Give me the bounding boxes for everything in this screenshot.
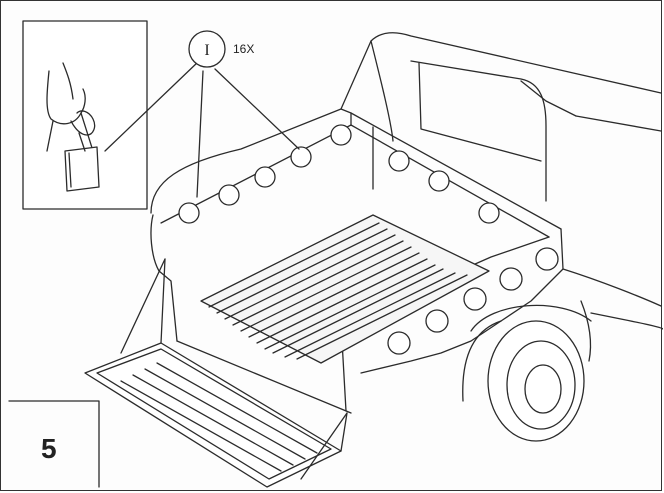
callout-marker-label: I bbox=[204, 42, 209, 59]
tie-down-covers bbox=[178, 124, 559, 355]
tie-down-cover bbox=[428, 170, 450, 192]
tie-down-cover bbox=[387, 331, 411, 355]
tie-down-cover bbox=[178, 202, 200, 224]
truck-cab bbox=[340, 32, 662, 202]
tie-down-cover bbox=[499, 267, 523, 291]
tie-down-cover bbox=[254, 166, 276, 188]
bed-floor bbox=[200, 214, 490, 364]
tie-down-cover bbox=[535, 247, 559, 271]
tailgate bbox=[84, 258, 348, 488]
tie-down-cover bbox=[388, 150, 410, 172]
tie-down-cover bbox=[218, 184, 240, 206]
inset-detail-box bbox=[22, 20, 148, 210]
callout-marker bbox=[188, 30, 226, 68]
tie-down-cover bbox=[330, 124, 352, 146]
step-box bbox=[8, 400, 100, 488]
tie-down-cover bbox=[478, 202, 500, 224]
rear-wheel bbox=[470, 304, 592, 442]
step-number: 5 bbox=[41, 433, 57, 464]
tie-down-cover bbox=[425, 309, 449, 333]
tie-down-cover bbox=[463, 287, 487, 311]
callout-leaders bbox=[104, 60, 300, 198]
callout-quantity: 16X bbox=[233, 42, 254, 56]
tie-down-cover bbox=[290, 146, 312, 168]
